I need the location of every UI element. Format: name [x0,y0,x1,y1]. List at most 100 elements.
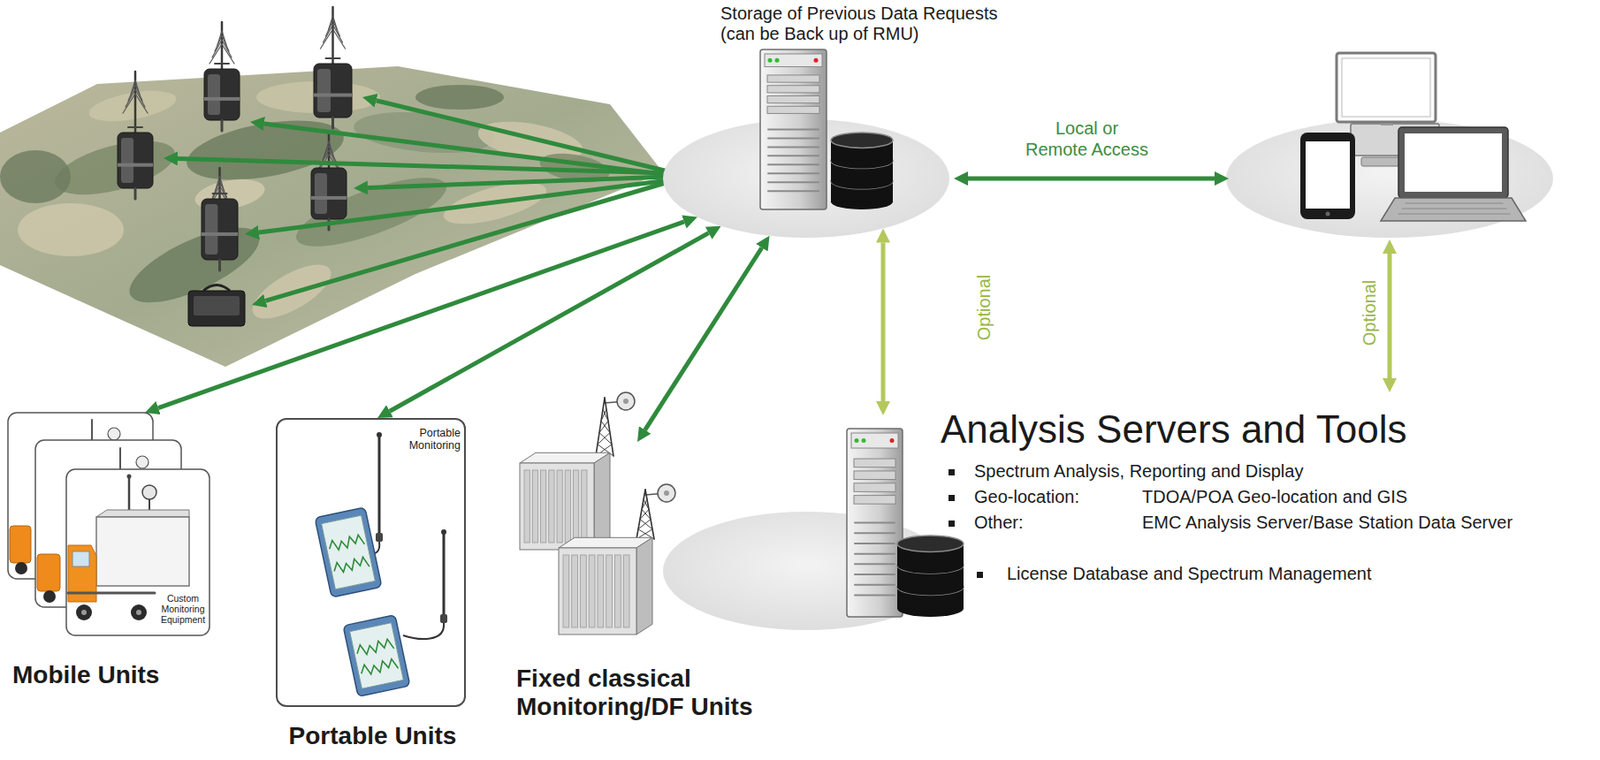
monitor-card [66,469,210,636]
antenna-tip [127,474,132,480]
laptop-keys [1405,203,1503,205]
tablet-frame [314,507,382,598]
tablet-screen [321,515,376,590]
status-light [768,58,773,63]
server-tower [846,428,903,618]
terrain-patch [120,213,270,318]
drive-bay [853,458,896,468]
mast-brace [640,519,653,530]
rack-slot [581,470,587,543]
truck-body [96,517,190,587]
truck-chassis [68,592,155,595]
tablet-button [1325,212,1331,217]
vent-slot [768,172,819,175]
client-group [1226,53,1554,238]
bullet-square [948,495,955,502]
wheel-hub [136,609,142,616]
vent-slot [854,522,895,525]
portable-unit-box-shape [277,419,468,709]
sensor-pole [134,188,138,199]
sensor-band [117,163,153,168]
status-light [814,58,819,63]
vent-slot [854,573,895,576]
tool-item: EMC Analysis Server/Base Station Data Se… [1142,512,1513,534]
antenna-rod [442,532,446,617]
drive-bay [853,495,896,505]
connector-arrow [158,221,685,409]
laptop-keys [1398,213,1510,215]
terrain-patch [415,84,504,110]
truck-cab [9,525,31,564]
laptop-keys [1401,208,1507,210]
sensor-band [201,232,238,237]
sensor-panel [207,74,221,115]
laptop-lid [1398,127,1509,199]
rack-slot [548,470,555,543]
waveform [359,658,399,677]
fixed-df-units: Fixed classical Monitoring/DF Units [516,441,791,734]
mast-brace [643,499,649,510]
gauge-dish [107,427,121,441]
dish [657,484,676,503]
truck-wheel [15,562,28,575]
rack-slot [573,470,580,543]
server-tower [760,49,827,210]
vent-slot [854,594,895,597]
connector-arrow [881,243,886,402]
database-disk-top [897,535,964,552]
rack-slot [597,555,604,628]
bullet-square [948,469,955,476]
tablet-screen [1305,141,1350,209]
antenna-mast [119,448,122,470]
truck-body-top [96,510,190,518]
sensor-body [313,63,352,118]
drive-bay [767,75,820,83]
storage-note: Storage of Previous Data Requests (can b… [720,3,1013,45]
antenna-base [375,533,383,542]
antenna-mast [128,476,131,511]
optional-label: Optional [1358,280,1380,347]
drive-bay [853,483,896,493]
connector-arrow [389,233,709,412]
tool-item: TDOA/POA Geo-location and GIS [1142,487,1408,508]
sensor-band [313,93,352,98]
optional-label: Optional [973,274,995,342]
antenna-element [221,44,235,64]
rack-front [519,463,595,550]
portable-caption: Portable Monitoring [400,426,461,453]
mast-brace [640,509,649,519]
sensor-link [376,100,669,172]
status-light [775,58,780,63]
terrain-patch [49,130,181,206]
dish-feed [663,490,670,496]
analysis-heading: Analysis Servers and Tools [940,407,1407,453]
rack-slot [540,470,547,543]
rack-slot [580,555,587,628]
antenna-element [323,24,334,43]
rack-slot [571,555,579,628]
waveform [327,533,366,552]
rack-slot [564,470,571,543]
antenna-element [320,29,334,49]
antenna-bracket [128,126,143,129]
portable-sensor-case [188,290,245,327]
antenna-element [221,39,232,58]
analysis-server-group-shape [662,415,968,631]
sensor-body [311,167,347,220]
sensor-link [259,180,669,233]
case-handle [203,285,230,292]
vent-slot [768,129,819,131]
tablet-screen [350,623,404,690]
gauge-dish [142,485,157,500]
sensor-link [265,182,669,301]
mast-brace [638,519,651,530]
antenna-element [212,39,222,58]
antenna-element [209,44,222,64]
sensor-links [177,100,669,302]
rack-slot [588,555,595,628]
mast-brace [601,420,610,433]
tool-item: Spectrum Analysis, Reporting and Display [974,461,1303,482]
bullet-square [976,571,983,579]
vent-slot [854,532,895,534]
